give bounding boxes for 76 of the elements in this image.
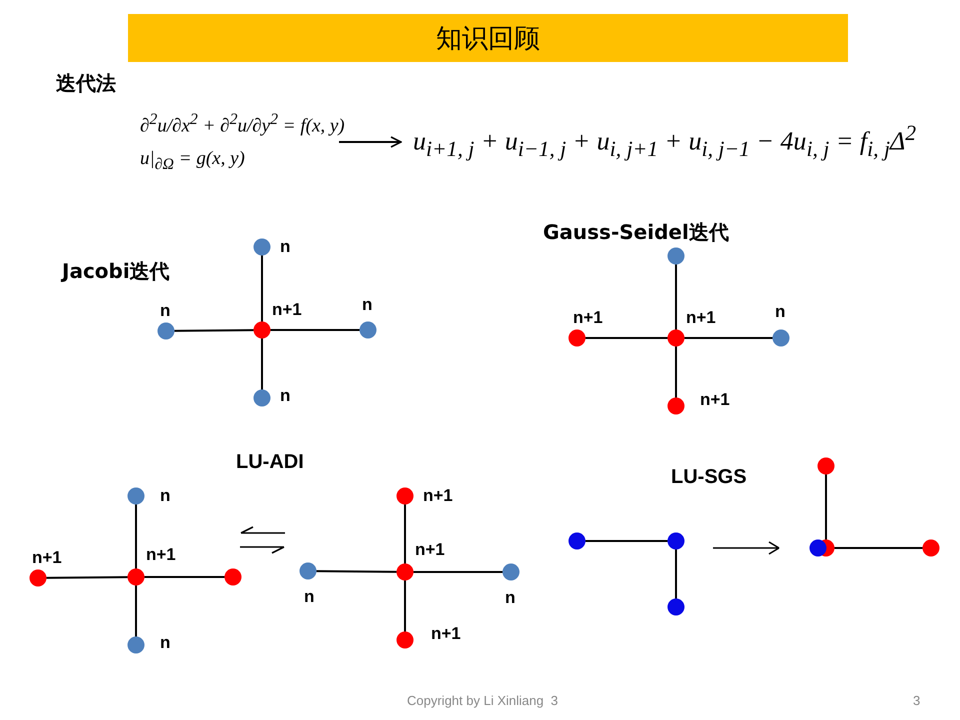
stencil-line xyxy=(135,504,137,568)
grid-point xyxy=(810,540,826,556)
stencil-title: Jacobi迭代 xyxy=(62,258,170,285)
time-level-label: n+1 xyxy=(431,624,461,644)
grid-point xyxy=(396,488,414,504)
grid-point xyxy=(668,248,684,264)
stencil-line xyxy=(316,570,397,573)
time-level-label: n xyxy=(775,302,786,322)
stencil-line xyxy=(46,576,128,579)
stencil-line xyxy=(261,338,263,390)
equation: ∂$^{2}$u/∂x$^{2}$ + ∂$^{2}$u/∂y$^{2}$ = f(x, y) xyxy=(140,110,345,137)
grid-point xyxy=(360,322,376,338)
time-level-label: n+1 xyxy=(32,548,62,568)
grid-point xyxy=(772,330,790,346)
equation: u|$_{∂Ω}$ = g(x, y) xyxy=(140,149,245,174)
grid-point xyxy=(568,532,586,550)
stencil-line xyxy=(675,346,677,398)
time-level-label: n xyxy=(505,588,516,608)
time-level-label: n xyxy=(362,295,372,315)
arrow xyxy=(339,136,402,148)
grid-point xyxy=(668,398,684,414)
stencil-line xyxy=(261,256,263,322)
grid-point xyxy=(30,570,46,586)
time-level-label: n xyxy=(160,486,170,506)
time-level-label: n xyxy=(280,386,290,406)
stencil-line xyxy=(825,474,827,540)
time-level-label: n+1 xyxy=(146,545,176,565)
time-level-label: n+1 xyxy=(573,308,603,328)
stencil-line xyxy=(586,540,668,542)
time-level-label: n xyxy=(160,301,170,321)
stencil-line xyxy=(414,571,502,573)
grid-point xyxy=(818,458,834,474)
stencil-line xyxy=(404,580,406,632)
time-level-label: n xyxy=(160,633,170,653)
grid-point xyxy=(128,568,144,586)
grid-point xyxy=(254,390,270,406)
grid-point xyxy=(128,488,144,504)
grid-point xyxy=(668,598,684,616)
grid-point xyxy=(922,540,940,556)
time-level-label: n+1 xyxy=(423,486,453,506)
grid-point xyxy=(668,330,684,346)
time-level-label: n+1 xyxy=(415,540,445,560)
stencil-line xyxy=(174,329,254,332)
equation: u$_{i+1, j}$ + u$_{i−1, j}$ + u$_{i, j+1}$ + u$_{i, j−1}$ − 4u$_{i, j}$ = f$_{i, j}$Δ$^{2}$ xyxy=(413,122,916,162)
stencil-line xyxy=(270,329,360,331)
section-heading: 迭代法 xyxy=(56,70,116,97)
stencil-line xyxy=(675,550,677,598)
stencil-line xyxy=(135,586,137,636)
grid-point xyxy=(396,632,414,648)
grid-point xyxy=(224,568,242,586)
stencil-line xyxy=(404,504,406,564)
time-level-label: n+1 xyxy=(700,390,730,410)
time-level-label: n xyxy=(280,237,290,257)
time-level-label: n+1 xyxy=(686,308,716,328)
stencil-line xyxy=(684,337,772,339)
grid-point xyxy=(254,322,270,338)
grid-point xyxy=(668,532,684,550)
grid-point xyxy=(158,322,174,340)
title-bar: 知识回顾 xyxy=(128,14,848,62)
footer-text: Copyright by Li Xinliang 3 xyxy=(407,693,558,708)
stencil-title: LU-SGS xyxy=(671,466,747,489)
stencil-line xyxy=(834,547,922,549)
grid-point xyxy=(128,636,144,654)
grid-point xyxy=(300,562,316,580)
stencil-title: Gauss-Seidel迭代 xyxy=(543,219,729,246)
stencil-line xyxy=(675,264,677,330)
time-level-label: n+1 xyxy=(272,300,302,320)
stencil-title: LU-ADI xyxy=(236,451,304,474)
grid-point xyxy=(502,564,520,580)
page-number: 3 xyxy=(913,693,920,708)
time-level-label: n xyxy=(304,587,314,607)
grid-point xyxy=(396,564,414,580)
stencil-line xyxy=(586,337,668,339)
stencil-line xyxy=(144,576,224,578)
grid-point xyxy=(254,238,270,256)
grid-point xyxy=(568,330,586,346)
